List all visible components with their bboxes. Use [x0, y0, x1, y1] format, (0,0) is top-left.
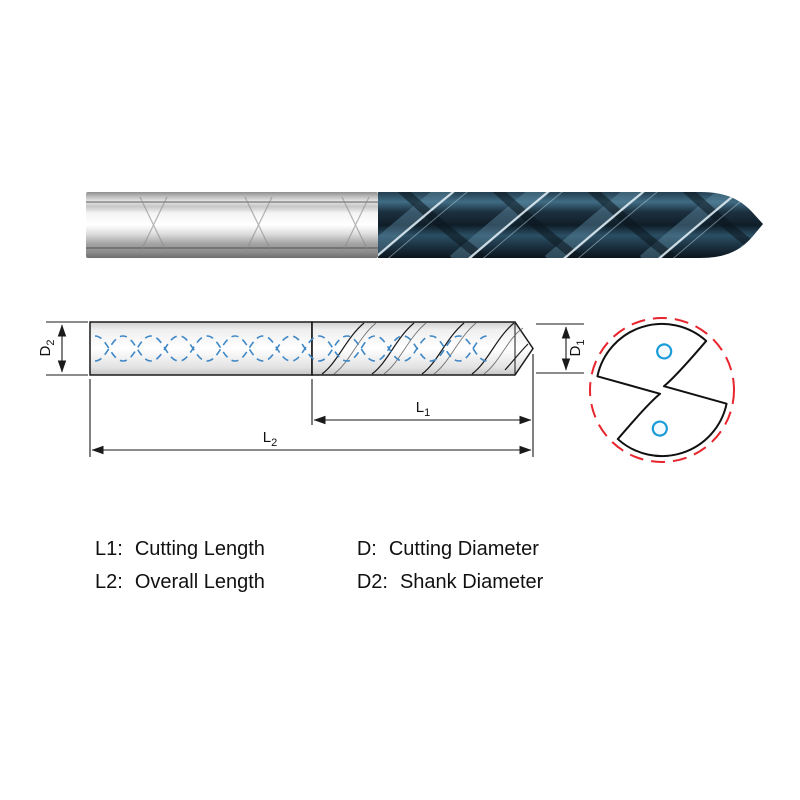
dim-label-d1: D1	[567, 340, 587, 357]
dim-d1	[536, 323, 584, 374]
dim-l1	[311, 354, 534, 457]
legend-value-cutting-length: Cutting Length	[134, 538, 265, 560]
drill-photo-shank	[86, 192, 378, 258]
legend: L1: Cutting Length D: Cutting Diameter L…	[95, 538, 543, 604]
dim-l2	[89, 379, 532, 457]
legend-value-shank-diameter: Shank Diameter	[399, 571, 544, 593]
dim-label-l2: L2	[263, 429, 277, 449]
shank-x-reflections	[139, 196, 370, 254]
coolant-hole-top	[656, 343, 673, 360]
drill-photo-flutes	[378, 192, 763, 258]
coolant-hole-bottom	[651, 420, 668, 437]
drawing-flute-body	[311, 321, 534, 376]
legend-row-2: L2: Overall Length D2: Shank Diameter	[95, 571, 543, 604]
legend-key-d: D:	[356, 538, 377, 560]
drill-photo	[86, 192, 763, 258]
legend-key-l2: L2:	[95, 571, 123, 593]
end-view-cross-section	[596, 322, 728, 458]
drill-diagram-canvas: D2 D1 L1 L2	[37, 192, 763, 463]
legend-row-1: L1: Cutting Length D: Cutting Diameter	[95, 538, 543, 571]
dim-label-d2: D2	[37, 340, 57, 357]
dim-label-l1: L1	[416, 399, 430, 419]
legend-value-cutting-diameter: Cutting Diameter	[388, 538, 539, 560]
legend-value-overall-length: Overall Length	[134, 571, 265, 593]
end-view-reference-circle	[589, 317, 735, 463]
dim-d2	[46, 321, 88, 376]
legend-key-l1: L1:	[95, 538, 123, 560]
shank-reflection-line-top	[86, 201, 378, 203]
end-view	[589, 317, 735, 463]
legend-key-d2: D2:	[356, 571, 388, 593]
drill-drawing: D2 D1 L1 L2	[37, 321, 587, 457]
drawing-flute-spirals-secondary	[333, 322, 524, 375]
drawing-coolant-spirals	[94, 335, 488, 362]
drawing-flute-spirals	[321, 322, 529, 375]
shank-reflection-line-bottom	[86, 247, 378, 249]
drawing-shank	[89, 321, 313, 376]
